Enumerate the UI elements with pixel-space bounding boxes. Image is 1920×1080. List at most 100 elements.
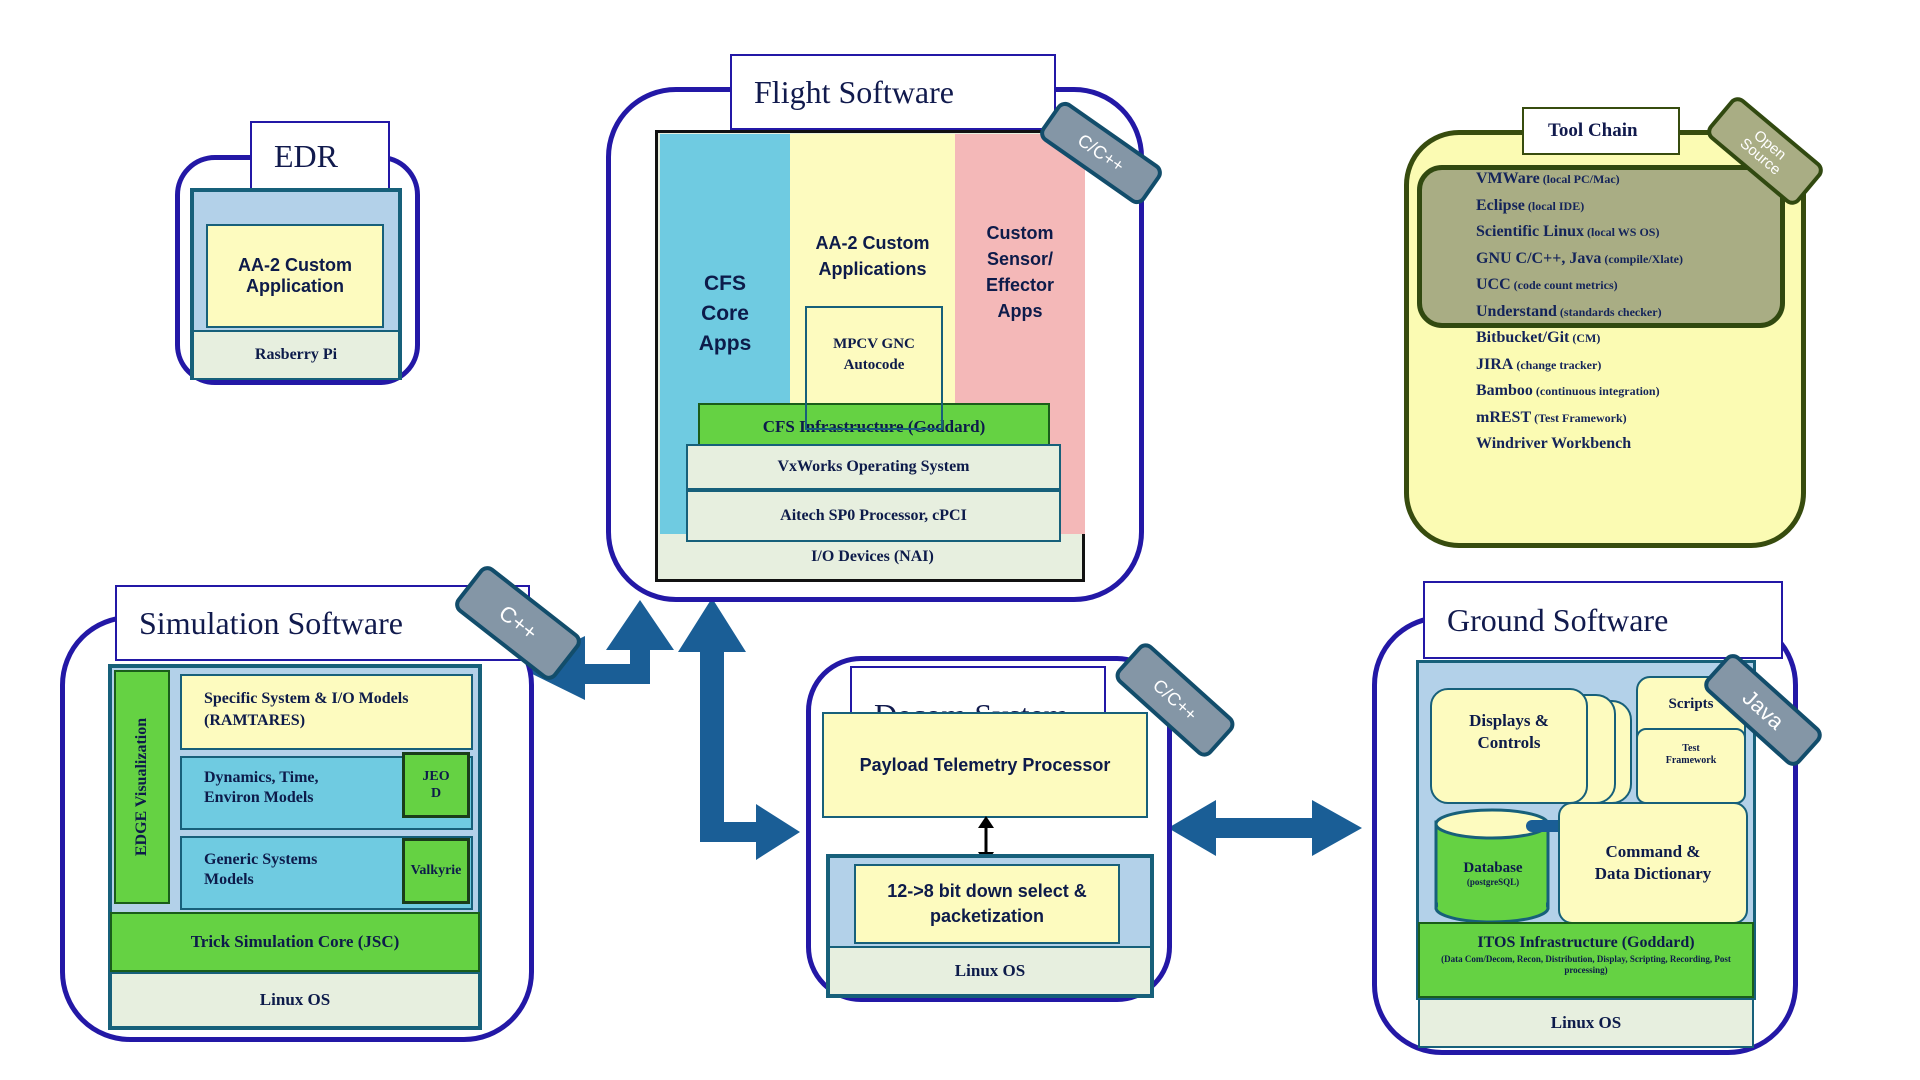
toolchain-item-note: (local IDE)	[1524, 198, 1585, 213]
edr-platform-box: Rasberry Pi	[192, 330, 400, 380]
toolchain-item-note: (code count metrics)	[1510, 278, 1618, 292]
simulation-os-label: Linux OS	[259, 990, 331, 1009]
processor-label: Aitech SP0 Processor, cPCI	[780, 507, 967, 524]
flight-title: Flight Software	[730, 54, 1056, 130]
trick-label: Trick Simulation Core (JSC)	[190, 932, 400, 951]
flight-decom-arrow	[678, 598, 800, 860]
downselect-label: 12->8 bit down select & packetization	[887, 881, 1087, 926]
itos-infrastructure: ITOS Infrastructure (Goddard) (Data Com/…	[1418, 922, 1754, 998]
toolchain-item-name: VMWare	[1476, 170, 1540, 187]
ground-os-label: Linux OS	[1550, 1013, 1622, 1032]
toolchain-item: Bamboo (continuous integration)	[1476, 382, 1660, 400]
toolchain-item: Eclipse (local IDE)	[1476, 197, 1584, 215]
toolchain-item-name: Bitbucket/Git	[1476, 329, 1570, 346]
toolchain-item: mREST (Test Framework)	[1476, 409, 1627, 427]
database-sublabel: (postgreSQL)	[1466, 877, 1520, 887]
toolchain-title: Tool Chain	[1522, 107, 1680, 155]
io-devices: I/O Devices (NAI)	[660, 532, 1085, 582]
simulation-title-text: Simulation Software	[139, 604, 403, 641]
payload-telemetry-processor: Payload Telemetry Processor	[822, 712, 1148, 818]
custom-sensor-apps: Custom Sensor/ Effector Apps	[955, 134, 1085, 534]
telemetry-label: Payload Telemetry Processor	[859, 754, 1111, 775]
database-label-wrap: Database (postgreSQL)	[1434, 860, 1552, 887]
edr-app-box: AA-2 Custom Application	[206, 224, 384, 328]
toolchain-item: Windriver Workbench	[1476, 435, 1631, 453]
toolchain-item-name: Scientific Linux	[1476, 223, 1585, 240]
toolchain-item-note: (change tracker)	[1513, 357, 1602, 372]
cfs-infra-label: CFS Infrastructure (Goddard)	[762, 417, 986, 436]
toolchain-item-name: Eclipse	[1476, 196, 1525, 214]
toolchain-item: GNU C/C++, Java (compile/Xlate)	[1476, 250, 1683, 268]
edr-app-label: AA-2 Custom Application	[237, 255, 352, 296]
aitech-processor: Aitech SP0 Processor, cPCI	[686, 490, 1061, 542]
displays-label: Displays & Controls	[1469, 711, 1549, 752]
toolchain-item: VMWare (local PC/Mac)	[1476, 170, 1620, 188]
mpcv-gnc-autocode: MPCV GNC Autocode	[805, 306, 943, 430]
vxworks-label: VxWorks Operating System	[777, 458, 970, 475]
edge-visualization: EDGE Visualization	[114, 670, 170, 904]
cmd-dict-label: Command & Data Dictionary	[1594, 842, 1712, 883]
decom-tag-label: C/C++	[1149, 674, 1202, 725]
toolchain-inner	[1417, 165, 1785, 328]
sim-flight-arrow	[520, 600, 674, 700]
toolchain-item-name: mREST	[1476, 408, 1532, 426]
decom-ground-arrow	[1168, 800, 1362, 856]
toolchain-item: JIRA (change tracker)	[1476, 356, 1601, 374]
generic-label: Generic Systems Models	[204, 851, 318, 888]
cfs-core-label: CFS Core Apps	[698, 272, 752, 355]
simulation-tag-label: C++	[494, 599, 543, 646]
cfs-infrastructure: CFS Infrastructure (Goddard)	[698, 403, 1050, 451]
database-label: Database	[1463, 860, 1523, 876]
specific-models: Specific System & I/O Models (RAMTARES)	[180, 674, 473, 750]
decom-linux: Linux OS	[828, 946, 1152, 996]
toolchain-item-name: Windriver Workbench	[1476, 435, 1632, 452]
ground-title-text: Ground Software	[1447, 601, 1669, 638]
toolchain-item-name: GNU C/C++, Java	[1476, 249, 1602, 267]
valkyrie-box: Valkyrie	[402, 838, 470, 904]
toolchain-item-name: UCC	[1476, 276, 1511, 293]
edge-label: EDGE Visualization	[133, 717, 150, 857]
edr-title-text: EDR	[274, 137, 338, 174]
toolchain-title-text: Tool Chain	[1548, 120, 1638, 141]
itos-label: ITOS Infrastructure (Goddard)	[1477, 934, 1695, 951]
toolchain-item-note: (Test Framework)	[1531, 410, 1627, 425]
toolchain-item-name: Bamboo	[1476, 382, 1533, 399]
test-framework-box: Test Framework	[1636, 728, 1746, 804]
toolchain-item-note: (continuous integration)	[1532, 384, 1660, 398]
ground-title: Ground Software	[1423, 581, 1783, 659]
trick-core: Trick Simulation Core (JSC)	[110, 912, 480, 972]
toolchain-item-name: Understand	[1476, 302, 1557, 320]
specific-label: Specific System & I/O Models (RAMTARES)	[204, 690, 409, 729]
toolchain-item-note: (local WS OS)	[1584, 225, 1660, 239]
test-framework-label: Test Framework	[1665, 743, 1717, 766]
edr-platform-label: Rasberry Pi	[254, 346, 338, 363]
decom-os-label: Linux OS	[954, 961, 1026, 980]
valkyrie-label: Valkyrie	[410, 863, 462, 878]
dynamics-label: Dynamics, Time, Environ Models	[204, 769, 319, 806]
ground-linux: Linux OS	[1418, 998, 1754, 1048]
custom-sensor-label: Custom Sensor/ Effector Apps	[985, 223, 1054, 321]
toolchain-item: Scientific Linux (local WS OS)	[1476, 223, 1659, 241]
command-data-dictionary: Command & Data Dictionary	[1558, 802, 1748, 924]
toolchain-item: Bitbucket/Git (CM)	[1476, 329, 1600, 347]
flight-title-text: Flight Software	[754, 73, 954, 110]
database-icon	[1434, 808, 1550, 924]
simulation-linux: Linux OS	[110, 972, 480, 1028]
io-devices-label: I/O Devices (NAI)	[811, 548, 934, 565]
downselect-box: 12->8 bit down select & packetization	[854, 864, 1120, 944]
toolchain-item-note: (local PC/Mac)	[1539, 172, 1620, 186]
jeod-label: JEO D	[422, 769, 450, 801]
toolchain-item-note: (standards checker)	[1556, 304, 1662, 319]
toolchain-item: UCC (code count metrics)	[1476, 276, 1618, 294]
vxworks-os: VxWorks Operating System	[686, 444, 1061, 490]
aa2-apps-label: AA-2 Custom Applications	[815, 233, 930, 279]
jeod-box: JEO D	[402, 752, 470, 818]
scripts-label: Scripts	[1668, 696, 1714, 712]
toolchain-item-name: JIRA	[1476, 355, 1514, 373]
itos-sublabel: (Data Com/Decom, Recon, Distribution, Di…	[1441, 954, 1731, 975]
toolchain-item: Understand (standards checker)	[1476, 303, 1662, 321]
toolchain-item-note: (compile/Xlate)	[1601, 251, 1683, 266]
toolchain-item-note: (CM)	[1569, 331, 1601, 345]
mpcv-label: MPCV GNC Autocode	[833, 336, 915, 373]
